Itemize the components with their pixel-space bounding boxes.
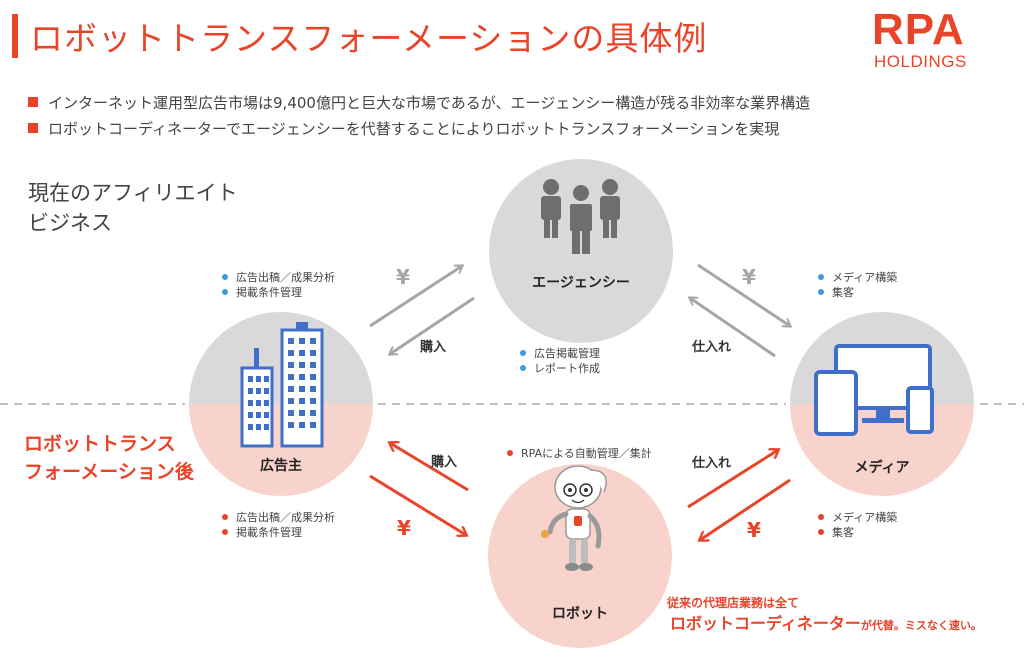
yen-label-adv-to-robot: ¥ — [397, 516, 411, 540]
note-item: 広告掲載管理 — [520, 346, 600, 361]
buildings-icon — [240, 322, 324, 448]
arrow-robot-to-advertiser — [390, 443, 469, 492]
current-business-label: 現在のアフィリエイト ビジネス — [28, 178, 238, 238]
bullet-square-icon — [28, 123, 38, 133]
robot-circle — [484, 460, 676, 652]
agency-circle — [485, 155, 677, 347]
arrow-media-to-robot — [700, 478, 791, 540]
arrow-robot-to-media — [687, 450, 778, 509]
current-label-line1: 現在のアフィリエイト — [28, 181, 238, 205]
advertiser-top-notes: 広告出稿／成果分析 掲載条件管理 — [222, 270, 335, 300]
footer-note-line1: 従来の代理店業務は全て — [667, 596, 800, 610]
note-item: 掲載条件管理 — [222, 285, 335, 300]
media-label: メディア — [854, 460, 910, 476]
arrow-agency-to-advertiser — [390, 296, 475, 354]
advertiser-label: 広告主 — [260, 458, 302, 474]
bullet-item: ロボットコーディネーターでエージェンシーを代替することによりロボットトランスフォ… — [28, 118, 779, 139]
rpa-holdings-logo: RPA HOLDINGS — [872, 8, 1002, 74]
bullet-item: インターネット運用型広告市場は9,400億円と巨大な市場であるが、エージェンシー… — [28, 92, 810, 113]
title-accent-bar — [12, 14, 18, 58]
agency-label: エージェンシー — [532, 275, 630, 291]
purchase-label-top: 購入 — [420, 340, 447, 355]
note-item: 広告出稿／成果分析 — [222, 510, 335, 525]
note-item: 集客 — [818, 525, 897, 540]
page-title: ロボットトランスフォーメーションの具体例 — [30, 19, 708, 58]
current-label-line2: ビジネス — [28, 211, 112, 235]
footer-note-emphasis: ロボットコーディネーター — [670, 614, 861, 633]
note-item: レポート作成 — [520, 361, 600, 376]
footer-note-line2: ロボットコーディネーターが代替。ミスなく速い。 — [670, 610, 982, 634]
arrow-advertiser-to-agency — [369, 266, 462, 328]
logo-text-bottom: HOLDINGS — [874, 52, 967, 71]
robot-icon — [541, 465, 607, 571]
note-item: 集客 — [818, 285, 897, 300]
yen-label-agency-to-media: ¥ — [742, 265, 756, 289]
after-transformation-label: ロボットトランス フォーメーション後 — [24, 430, 194, 486]
logo-text-top: RPA — [872, 5, 965, 54]
media-bottom-notes: メディア構築 集客 — [818, 510, 897, 540]
yen-label-adv-to-agency: ¥ — [396, 265, 410, 289]
arrow-agency-to-media — [697, 263, 790, 326]
note-item: RPAによる自動管理／集計 — [507, 446, 652, 461]
media-top-notes: メディア構築 集客 — [818, 270, 897, 300]
bullet-text: ロボットコーディネーターでエージェンシーを代替することによりロボットトランスフォ… — [48, 120, 780, 138]
after-label-line1: ロボットトランス — [24, 433, 176, 455]
bullet-text: インターネット運用型広告市場は9,400億円と巨大な市場であるが、エージェンシー… — [48, 94, 811, 112]
note-item: 広告出稿／成果分析 — [222, 270, 335, 285]
note-item: メディア構築 — [818, 270, 897, 285]
bullet-square-icon — [28, 97, 38, 107]
footer-note-tail: が代替。ミスなく速い。 — [860, 619, 982, 632]
advertiser-bottom-notes: 広告出稿／成果分析 掲載条件管理 — [222, 510, 335, 540]
note-item: 掲載条件管理 — [222, 525, 335, 540]
agency-bottom-notes: 広告掲載管理 レポート作成 — [520, 346, 600, 376]
robot-top-notes: RPAによる自動管理／集計 — [507, 446, 652, 461]
arrow-advertiser-to-robot — [369, 474, 466, 535]
purchase-label-bottom: 購入 — [431, 455, 458, 470]
yen-label-robot-to-media: ¥ — [747, 518, 761, 542]
people-icon — [541, 179, 620, 254]
after-label-line2: フォーメーション後 — [24, 461, 194, 483]
procure-label-bottom: 仕入れ — [692, 456, 732, 471]
note-item: メディア構築 — [818, 510, 897, 525]
devices-icon — [814, 344, 934, 436]
robot-label: ロボット — [552, 606, 608, 622]
procure-label-top: 仕入れ — [692, 340, 732, 355]
arrow-media-to-agency — [690, 298, 776, 358]
